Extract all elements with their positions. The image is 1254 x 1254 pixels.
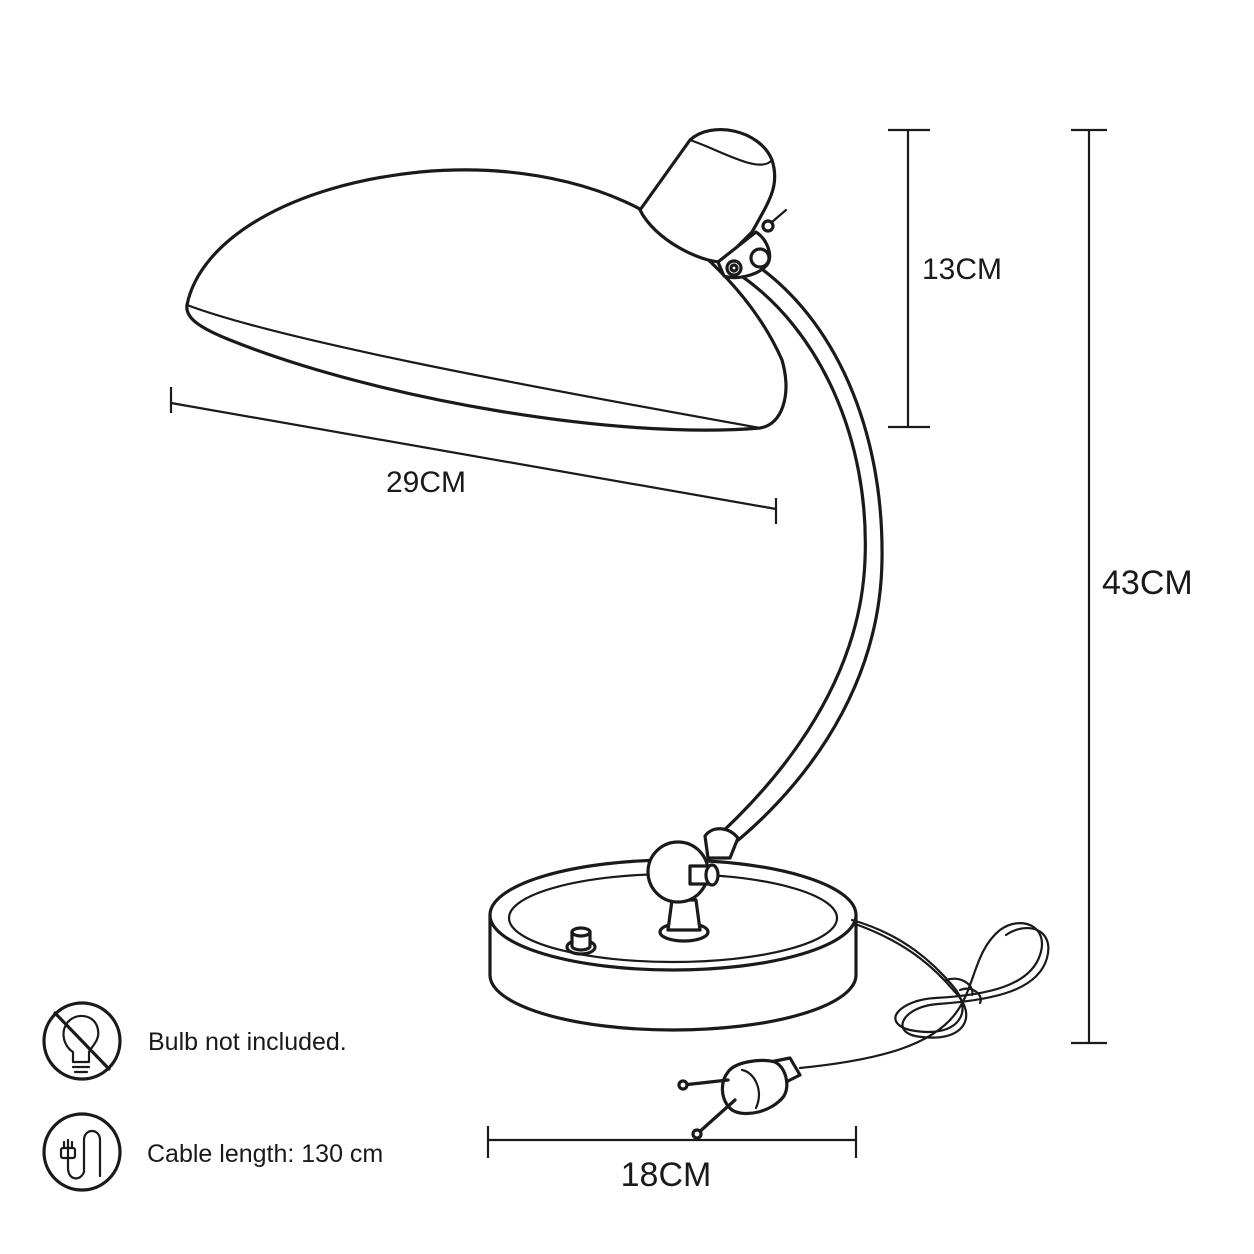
- note-bulb: Bulb not included.: [42, 1001, 347, 1081]
- cable-icon: [42, 1112, 122, 1192]
- power-cord: [798, 918, 1050, 1070]
- dimension-head-height: 13CM: [888, 128, 1002, 429]
- lamp-head: [638, 128, 788, 280]
- cable-note-text: Cable length: 130 cm: [147, 1140, 383, 1168]
- dimension-total-height: 43CM: [1071, 128, 1193, 1045]
- shade-width-label: 29CM: [386, 466, 466, 499]
- switch-button: [565, 926, 597, 956]
- head-height-label: 13CM: [922, 253, 1002, 286]
- dimension-shade-width: 29CM: [169, 387, 778, 524]
- base-width-label: 18CM: [621, 1156, 712, 1194]
- dimension-base-width: 18CM: [486, 1126, 858, 1194]
- plug: [677, 1056, 802, 1140]
- lamp-arm: [706, 260, 884, 852]
- lamp-shade: [185, 168, 788, 432]
- no-bulb-icon: [42, 1001, 122, 1081]
- total-height-label: 43CM: [1102, 564, 1193, 602]
- note-cable: Cable length: 130 cm: [42, 1112, 383, 1192]
- pivot-joint: [646, 827, 740, 943]
- bulb-note-text: Bulb not included.: [148, 1028, 347, 1056]
